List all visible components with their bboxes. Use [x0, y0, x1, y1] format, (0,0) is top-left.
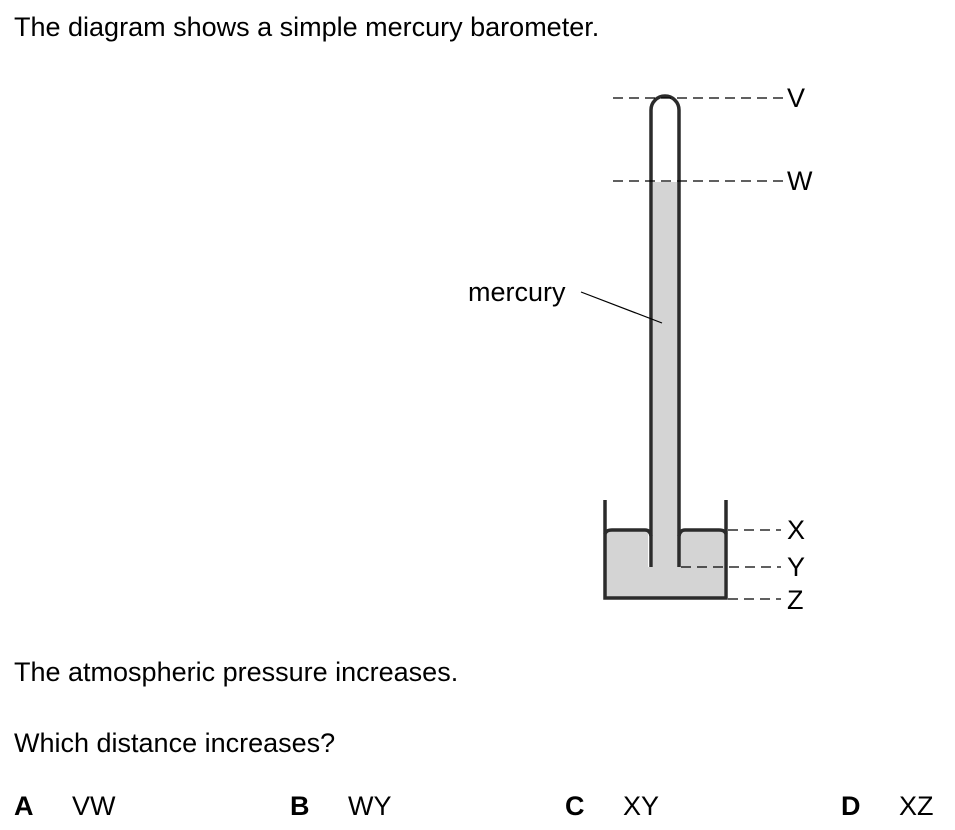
question-prompt: Which distance increases? [14, 728, 336, 758]
dish-surface-left [603, 528, 653, 537]
mercury-dish [603, 500, 728, 600]
option-a[interactable]: A VW [14, 793, 116, 820]
glass-tube [649, 94, 681, 567]
option-letter: C [565, 791, 585, 821]
dish-mercury [606, 530, 724, 597]
level-label-v: V [787, 83, 805, 113]
level-label-w: W [787, 166, 813, 196]
level-label-y: Y [787, 552, 805, 582]
option-text: VW [72, 791, 116, 821]
option-b[interactable]: B WY [290, 793, 392, 820]
level-label-z: Z [787, 585, 804, 615]
question-intro: The diagram shows a simple mercury barom… [14, 12, 600, 42]
option-letter: A [14, 791, 34, 821]
question-statement: The atmospheric pressure increases. [14, 657, 459, 687]
level-label-x: X [787, 515, 805, 545]
mercury-leader-line [580, 291, 663, 324]
dish-surface-right [677, 528, 728, 537]
option-text: XZ [899, 791, 934, 821]
option-letter: B [290, 791, 310, 821]
option-c[interactable]: C XY [565, 793, 659, 820]
option-d[interactable]: D XZ [841, 793, 934, 820]
option-text: WY [348, 791, 392, 821]
option-letter: D [841, 791, 861, 821]
option-text: XY [623, 791, 660, 821]
tube-mercury-column [653, 182, 678, 567]
mercury-label: mercury [468, 277, 566, 307]
